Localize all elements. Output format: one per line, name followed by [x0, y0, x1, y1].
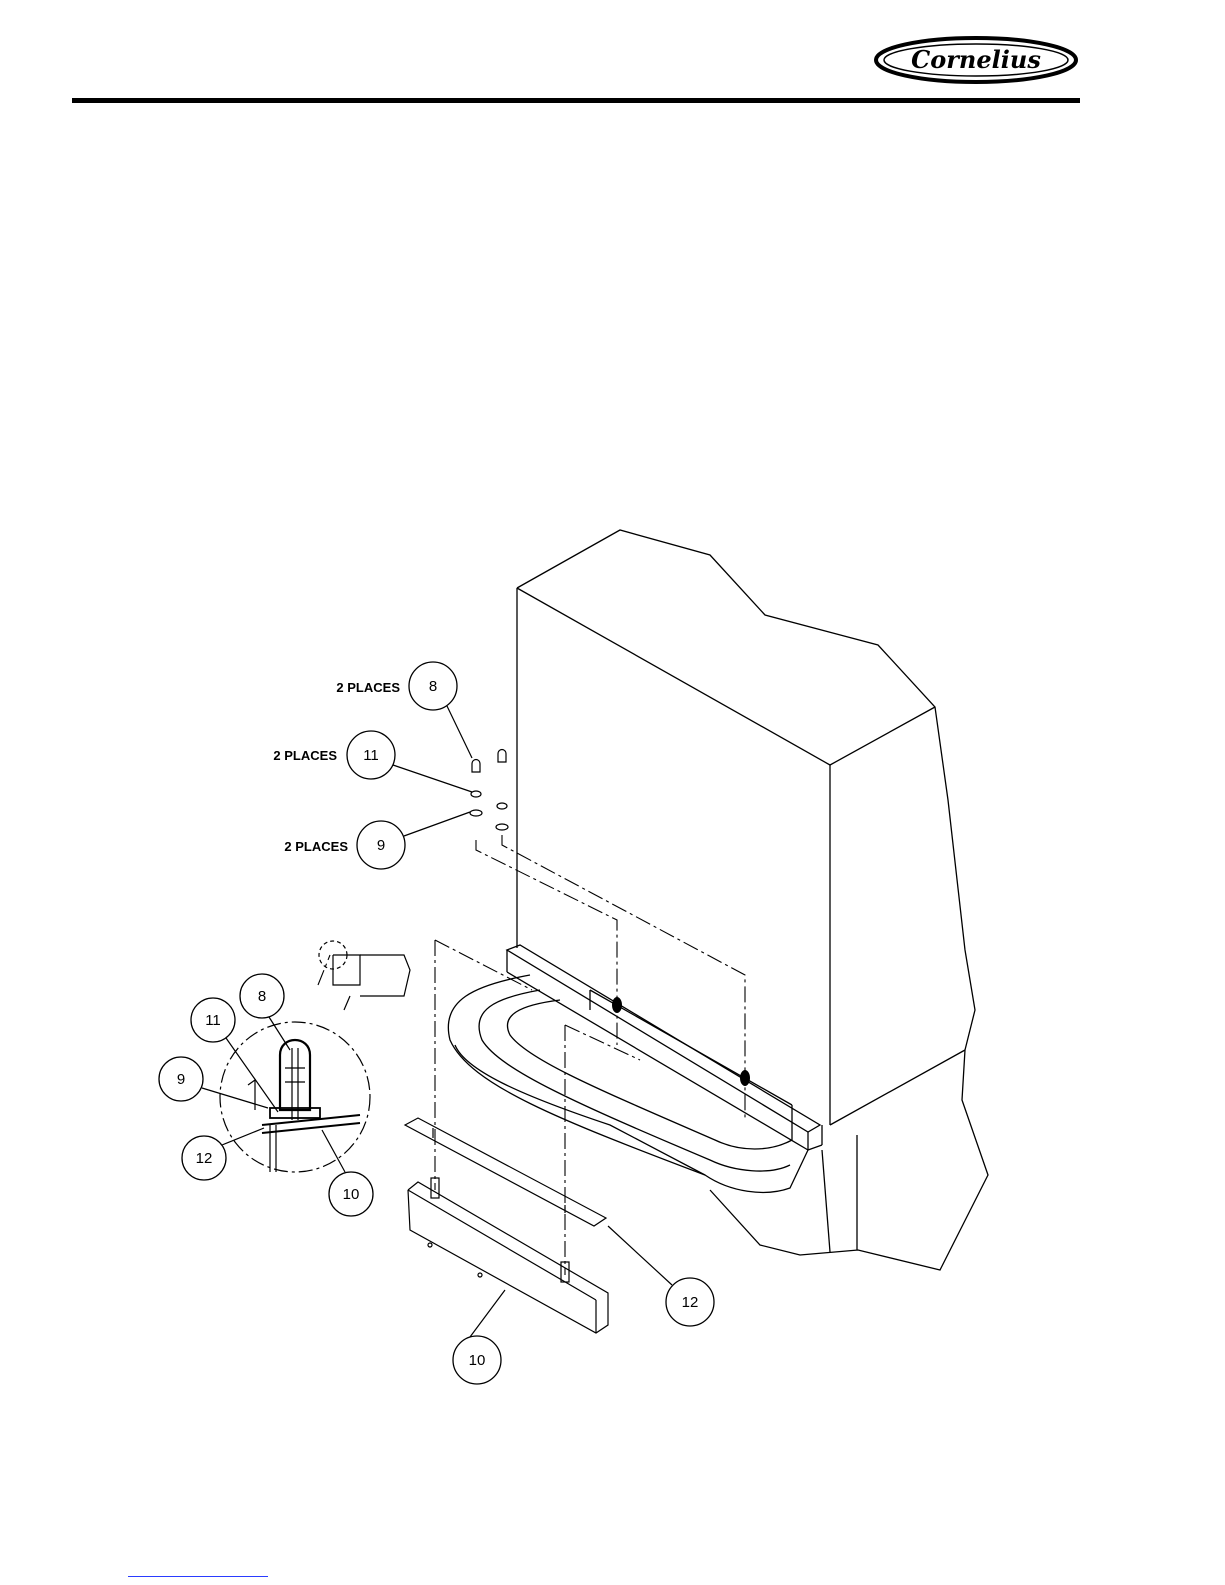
- callout-9-main-label: 9: [377, 837, 385, 854]
- detail-view-circle: [220, 1022, 370, 1172]
- places-label-11: 2 PLACES: [273, 748, 337, 763]
- callout-8-main-label: 8: [429, 678, 437, 695]
- callout-10-main-label: 10: [469, 1352, 486, 1369]
- callout-12-detail-label: 12: [196, 1150, 213, 1167]
- cabinet-outline: [517, 530, 988, 1270]
- places-label-8: 2 PLACES: [336, 680, 400, 695]
- callout-10-detail-label: 10: [343, 1186, 360, 1203]
- bracket-part-10: [408, 1182, 608, 1333]
- places-label-9: 2 PLACES: [284, 839, 348, 854]
- callout-11-detail-label: 11: [205, 1012, 221, 1029]
- callout-8-detail-label: 8: [258, 988, 266, 1005]
- callout-9-detail-label: 9: [177, 1071, 185, 1088]
- footer-link-underline[interactable]: [128, 1576, 268, 1577]
- callout-11-main-label: 11: [363, 747, 379, 764]
- callout-12-main-label: 12: [682, 1294, 699, 1311]
